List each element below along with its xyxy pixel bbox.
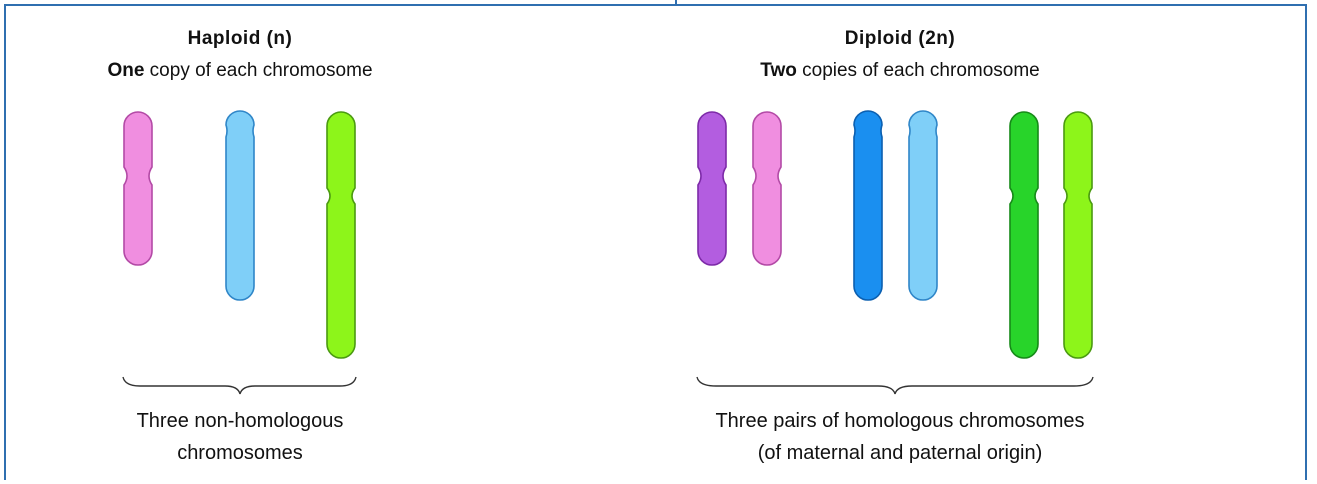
chromosome-purple-diploid (697, 111, 727, 266)
diploid-subtitle-bold: Two (760, 60, 797, 81)
diploid-caption-line1: Three pairs of homologous chromosomes (715, 410, 1085, 432)
diploid-brace (696, 376, 1094, 395)
diploid-subtitle: Two copies of each chromosome (640, 60, 1160, 82)
haploid-title: Haploid (n) (187, 28, 293, 49)
haploid-caption-line1: Three non-homologous (136, 410, 344, 432)
chromosome-lime-diploid (1063, 111, 1093, 359)
chromosome-lightblue-haploid (225, 110, 255, 301)
chromosome-green-diploid (1009, 111, 1039, 359)
diploid-caption-line2: (of maternal and paternal origin) (757, 442, 1043, 464)
haploid-panel: Haploid (n) One copy of each chromosome … (0, 0, 480, 484)
figure-frame (4, 4, 1307, 480)
chromosome-pink-haploid (123, 111, 153, 266)
top-divider (675, 0, 677, 6)
haploid-subtitle-bold: One (107, 60, 145, 81)
chromosome-lightblue-diploid (908, 110, 938, 301)
haploid-brace (122, 376, 357, 395)
diploid-title: Diploid (2n) (844, 28, 956, 49)
haploid-subtitle: One copy of each chromosome (0, 60, 480, 82)
haploid-subtitle-rest: copy of each chromosome (144, 60, 373, 81)
haploid-caption-line2: chromosomes (177, 442, 303, 464)
chromosome-lime-haploid (326, 111, 356, 359)
diploid-panel: Diploid (2n) Two copies of each chromoso… (640, 0, 1160, 484)
top-right-line (1150, 4, 1307, 6)
diploid-caption: Three pairs of homologous chromosomes (o… (640, 405, 1160, 469)
haploid-caption: Three non-homologous chromosomes (0, 405, 480, 469)
chromosome-pink-diploid (752, 111, 782, 266)
chromosome-blue-diploid (853, 110, 883, 301)
diploid-subtitle-rest: copies of each chromosome (796, 60, 1040, 81)
